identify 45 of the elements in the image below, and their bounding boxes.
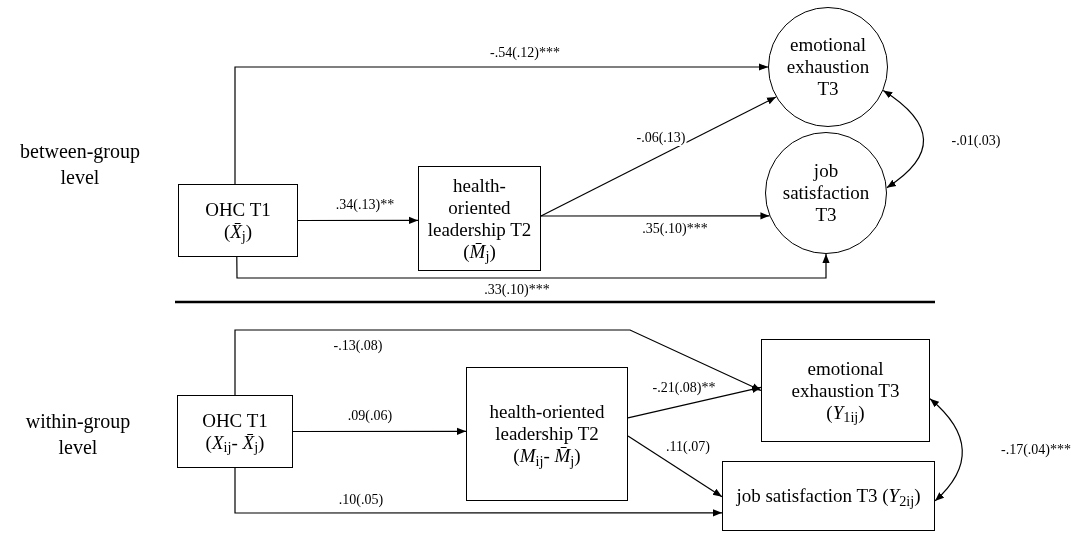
variable-name: health-oriented leadership T2: [426, 174, 533, 241]
edge-label: .10(.05): [337, 492, 385, 508]
variable-box: [418, 166, 541, 271]
variable-box: [177, 395, 293, 468]
edge-label: -.54(.12)***: [489, 45, 561, 61]
variable-name: (X$_{ij}$- X̄$_{j}$): [205, 431, 265, 454]
variable-box: [466, 367, 628, 501]
variable-name: job satisfaction T3 (Y$_{2ij}$): [736, 485, 921, 507]
variable-name: OHC T1: [205, 198, 271, 221]
edge-label: .09(.06): [346, 408, 394, 424]
variable-name: emotional exhaustion T3: [790, 357, 901, 402]
variable-name: (M$_{ij}$- M̄$_{j}$): [513, 445, 581, 467]
variable-name: job satisfaction T3: [781, 160, 871, 226]
edge-label: .35(.10)***: [641, 221, 709, 237]
variable-box: [178, 184, 298, 257]
edge-label: .11(.07): [665, 439, 711, 455]
arrow: [627, 385, 762, 419]
arrow: [540, 212, 771, 220]
edge-label: -.13(.08): [332, 338, 384, 354]
variable-name: emotional exhaustion T3: [785, 34, 871, 100]
edge-label: .34(.13)**: [334, 197, 396, 213]
double-headed-arrow: [882, 89, 925, 189]
variable-name: (M̄$_{j}$): [463, 240, 496, 263]
edge-label: -.17(.04)***: [1000, 442, 1072, 458]
arrow: [236, 253, 830, 279]
arrow: [234, 329, 762, 396]
arrow: [234, 63, 769, 185]
arrow: [297, 216, 419, 224]
edge-label: -.01(.03): [950, 133, 1002, 149]
edge-label: -.06(.13): [635, 130, 687, 146]
level-label: within-group level: [24, 409, 132, 460]
double-headed-arrow: [929, 398, 963, 502]
arrow: [627, 435, 723, 498]
variable-box: [761, 339, 930, 442]
arrow: [234, 467, 723, 517]
arrow: [540, 96, 777, 217]
arrow: [292, 427, 467, 435]
variable-name: health-oriented leadership T2: [488, 401, 606, 445]
level-label: between-group level: [20, 139, 140, 190]
variable-name: (X̄$_{j}$): [223, 220, 253, 243]
variable-name: OHC T1: [202, 409, 268, 432]
edge-label: -.21(.08)**: [651, 380, 717, 396]
variable-name: (Y$_{1ij}$): [826, 401, 865, 424]
variable-box: [722, 461, 935, 531]
edge-label: .33(.10)***: [483, 282, 551, 298]
